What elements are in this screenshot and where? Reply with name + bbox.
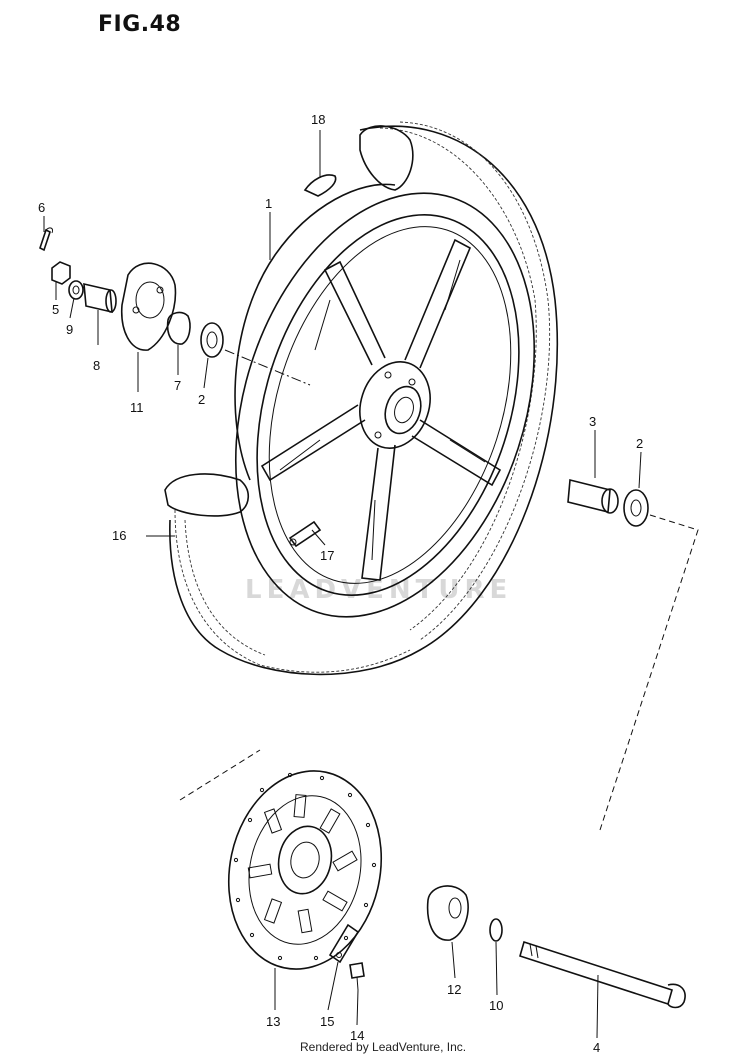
callout-7: 7 <box>174 378 181 393</box>
wheel-hub <box>359 361 431 449</box>
callout-14: 14 <box>350 1028 364 1043</box>
disc-drill-holes <box>233 772 377 961</box>
callout-9: 9 <box>66 322 73 337</box>
callout-16: 16 <box>112 528 126 543</box>
leader-lines <box>43 130 642 1039</box>
spacer <box>83 282 117 314</box>
disc-bolt <box>349 962 365 991</box>
callout-1: 1 <box>265 196 272 211</box>
callout-4: 4 <box>593 1040 600 1055</box>
callout-12: 12 <box>447 982 461 997</box>
callout-5: 5 <box>52 302 59 317</box>
lock-washer <box>328 923 360 964</box>
speedometer-gearbox <box>120 262 177 351</box>
callout-15: 15 <box>320 1014 334 1029</box>
cotter-pin <box>39 227 53 252</box>
disc-slots <box>247 794 358 934</box>
axle-washer <box>489 918 503 942</box>
axle-shaft <box>519 940 686 1009</box>
footer-credit: Rendered by LeadVenture, Inc. <box>300 1040 467 1054</box>
callout-labels: 1 2 2 3 4 5 6 7 8 9 10 11 12 13 14 15 16… <box>38 112 643 1055</box>
callout-18: 18 <box>311 112 325 127</box>
wheel-spokes <box>260 238 502 581</box>
callout-3: 3 <box>589 414 596 429</box>
figure-title: FIG.48 <box>98 12 182 37</box>
hub-spacer <box>166 311 191 345</box>
brake-disc <box>227 770 383 970</box>
callout-13: 13 <box>266 1014 280 1029</box>
callout-11: 11 <box>130 400 144 415</box>
callout-10: 10 <box>489 998 503 1013</box>
left-bearing <box>200 322 224 358</box>
callout-17: 17 <box>320 548 334 563</box>
callout-8: 8 <box>93 358 100 373</box>
balance-weight <box>303 174 337 197</box>
wheel-rim <box>234 192 536 618</box>
drive-collar <box>426 885 469 941</box>
right-bearing <box>623 489 649 527</box>
axle-nut <box>51 261 71 285</box>
tire <box>164 121 559 676</box>
callout-6: 6 <box>38 200 45 215</box>
callout-2-left: 2 <box>198 392 205 407</box>
valve-stem <box>288 520 322 548</box>
washer <box>68 280 84 300</box>
right-spacer <box>567 478 619 514</box>
callout-2-right: 2 <box>636 436 643 451</box>
